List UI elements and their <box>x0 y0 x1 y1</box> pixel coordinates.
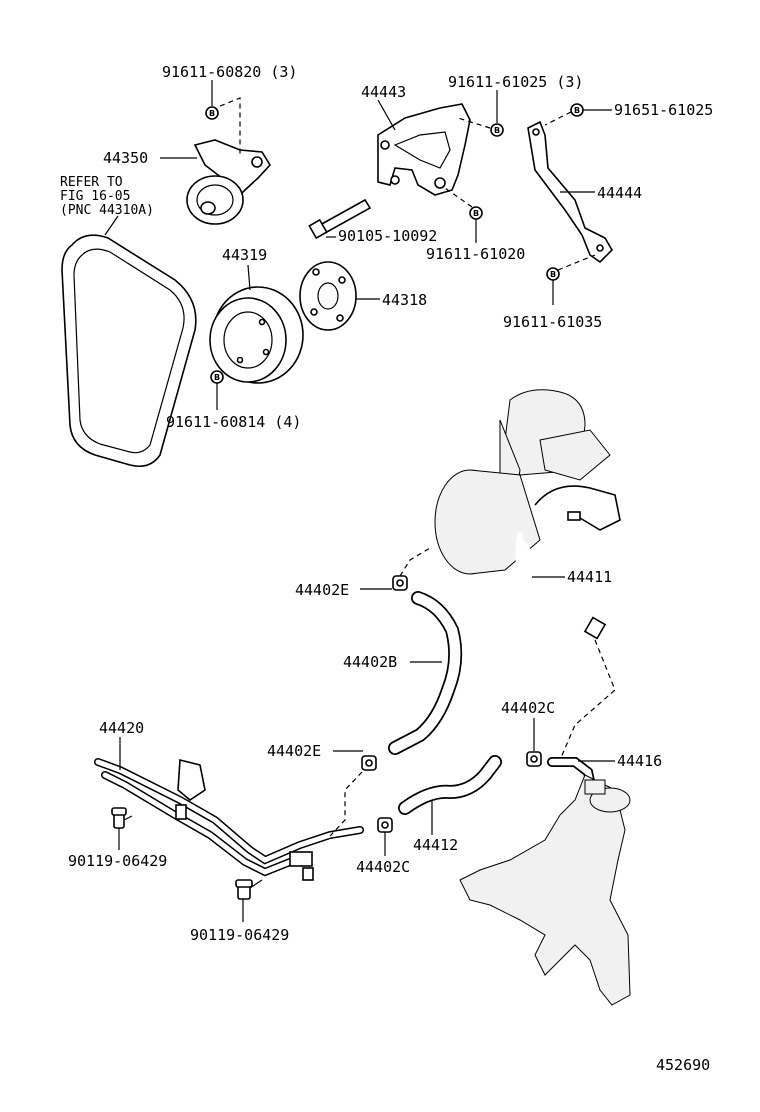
svg-text:B: B <box>550 270 556 279</box>
label-44350: 44350 <box>103 149 148 167</box>
bolt-91611-60814[interactable]: B <box>210 370 224 384</box>
dash-91611-61035 <box>557 254 596 271</box>
dash-44402E-top <box>399 547 431 577</box>
label-44402E-mid: 44402E <box>267 742 321 760</box>
clamp-44402C-top[interactable] <box>526 751 542 767</box>
leader-44319 <box>247 264 251 291</box>
clamp-44402E-top[interactable] <box>392 575 408 591</box>
dash-91611-61025 <box>457 117 491 129</box>
label-44416: 44416 <box>617 752 662 770</box>
label-refer-pnc: (PNC 44310A) <box>60 203 154 218</box>
label-91611-60814: 91611-60814 (4) <box>166 413 301 431</box>
label-44411: 44411 <box>567 568 612 586</box>
bolt-90119-06429-a[interactable] <box>111 807 133 829</box>
label-44402B: 44402B <box>343 653 397 671</box>
label-44412: 44412 <box>413 836 458 854</box>
return-hose-44402B[interactable] <box>388 591 463 755</box>
label-91611-61025: 91611-61025 (3) <box>448 73 583 91</box>
pulley-44319[interactable] <box>209 286 304 384</box>
svg-text:B: B <box>574 106 580 115</box>
bolt-91651-61025[interactable]: B <box>570 103 584 117</box>
dash-91611-61020 <box>444 187 473 208</box>
bolt-91611-61035[interactable]: B <box>546 267 560 281</box>
return-hose-44412[interactable] <box>398 755 502 815</box>
dash-44402E-mid <box>329 771 363 837</box>
dash-91651-61025 <box>544 111 572 126</box>
svg-text:B: B <box>494 126 500 135</box>
leader-91611-60820-dash <box>219 97 241 155</box>
svg-text:B: B <box>209 109 215 118</box>
label-44402E-top: 44402E <box>295 581 349 599</box>
bolt-91611-61020[interactable]: B <box>469 206 483 220</box>
dash-44411-to-gear <box>559 639 616 761</box>
bracket-44443[interactable] <box>377 103 471 196</box>
leader-44443 <box>377 99 396 131</box>
label-91611-60820: 91611-60820 (3) <box>162 63 297 81</box>
label-90105-10092: 90105-10092 <box>338 227 437 245</box>
label-91651-61025: 91651-61025 <box>614 101 713 119</box>
label-91611-61035: 91611-61035 <box>503 313 602 331</box>
svg-text:B: B <box>473 209 479 218</box>
clamp-44402E-mid[interactable] <box>361 755 377 771</box>
label-44443: 44443 <box>361 83 406 101</box>
label-refer-fig: FIG 16-05 <box>60 189 130 204</box>
diagram-reference-number: 452690 <box>656 1056 710 1074</box>
bolt-91611-60820[interactable]: B <box>205 106 219 120</box>
label-44318: 44318 <box>382 291 427 309</box>
flange-44318[interactable] <box>299 261 357 331</box>
v-belt[interactable] <box>61 234 197 468</box>
leader-belt <box>104 215 119 236</box>
steering-gear-ghost <box>459 774 631 1006</box>
label-91611-61020: 91611-61020 <box>426 245 525 263</box>
clamp-44402C-bottom[interactable] <box>377 817 393 833</box>
label-refer-to: REFER TO <box>60 175 123 190</box>
bolt-90105-10092[interactable] <box>308 198 372 240</box>
bolt-90119-06429-b[interactable] <box>235 879 263 900</box>
label-90119-06429-b: 90119-06429 <box>190 926 289 944</box>
label-90119-06429-a: 90119-06429 <box>68 852 167 870</box>
label-44420: 44420 <box>99 719 144 737</box>
label-44319: 44319 <box>222 246 267 264</box>
label-44402C-bottom: 44402C <box>356 858 410 876</box>
idler-pulley-44350[interactable] <box>186 139 271 225</box>
pressure-hose-44411[interactable] <box>515 485 621 640</box>
svg-text:B: B <box>214 373 220 382</box>
label-44402C-top: 44402C <box>501 699 555 717</box>
bolt-91611-61025[interactable]: B <box>490 123 504 137</box>
label-44444: 44444 <box>597 184 642 202</box>
adjusting-bar-44444[interactable] <box>527 120 614 264</box>
cooler-tube-44420[interactable] <box>94 758 364 881</box>
